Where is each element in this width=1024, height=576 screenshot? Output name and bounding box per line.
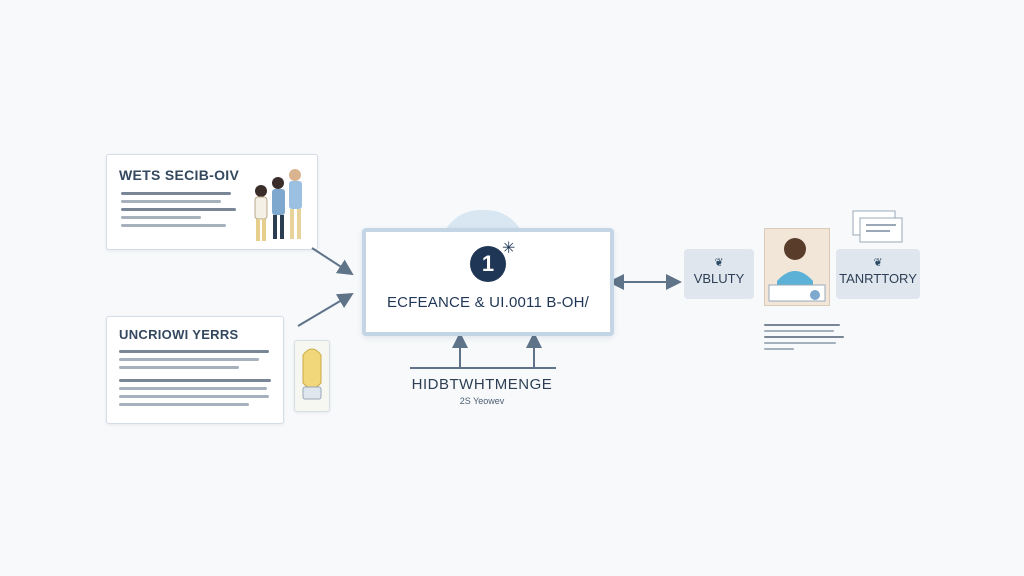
portrait-caption: [764, 320, 846, 354]
sparkle-icon: ✳: [502, 240, 516, 257]
leaf-icon: ❦: [714, 257, 724, 269]
step-badge: 1: [470, 246, 506, 282]
pill-left-label: VBLUTY: [693, 271, 745, 286]
leaf-icon: ❦: [873, 257, 883, 269]
people-illustration: [254, 169, 302, 241]
card-top-left-text: [121, 187, 241, 232]
document-icon: [852, 210, 903, 243]
pill-right-label: TANRTTORY: [839, 271, 917, 286]
central-label: ECFEANCE & UI.0011 B-OH/: [386, 294, 590, 311]
pill-right: ❦ TANRTTORY: [836, 249, 920, 299]
bottom-title: HIDBTWHTMENGE: [411, 376, 553, 393]
card-bottom-left: UNCRIOWI YERRS: [106, 316, 284, 424]
bottom-subtitle: 2S Yeowev: [459, 396, 505, 406]
person-portrait: [764, 228, 830, 306]
central-node: 1 ✳ ECFEANCE & UI.0011 B-OH/: [362, 228, 614, 336]
card-top-left: WETS SECIB-OIV: [106, 154, 318, 250]
pill-left: ❦ VBLUTY: [684, 249, 754, 299]
card-bottom-left-text: [119, 345, 275, 411]
card-bottom-left-title: UNCRIOWI YERRS: [119, 327, 239, 342]
hand-scanner-icon: [294, 340, 330, 412]
card-top-left-title: WETS SECIB-OIV: [119, 167, 240, 183]
